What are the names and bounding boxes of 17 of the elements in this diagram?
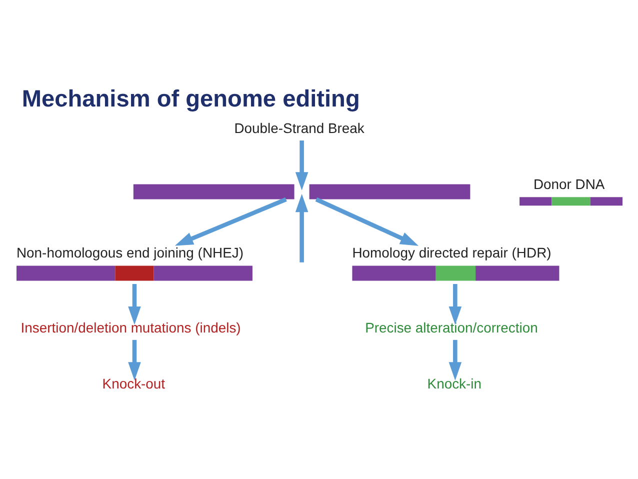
node-label: Homology directed repair (HDR) xyxy=(352,244,551,260)
node-text: Double-Strand Break xyxy=(234,120,364,136)
node-text: Precise alteration/correction xyxy=(364,319,538,336)
arrow xyxy=(128,339,140,380)
node-text: Knock-out xyxy=(102,374,165,391)
arrow xyxy=(448,339,462,380)
diagram-title: Mechanism of genome editing xyxy=(21,85,360,112)
node-text: Insertion/deletion mutations (indels) xyxy=(20,319,240,336)
arrow xyxy=(448,284,462,324)
arrow xyxy=(294,140,308,190)
arrow xyxy=(128,284,140,324)
arrow xyxy=(314,196,418,246)
arrow xyxy=(174,196,286,246)
node-label: Non-homologous end joining (NHEJ) xyxy=(16,244,244,260)
node-label: Donor DNA xyxy=(532,175,604,192)
node-text: Knock-in xyxy=(426,374,482,391)
arrow xyxy=(294,193,308,262)
